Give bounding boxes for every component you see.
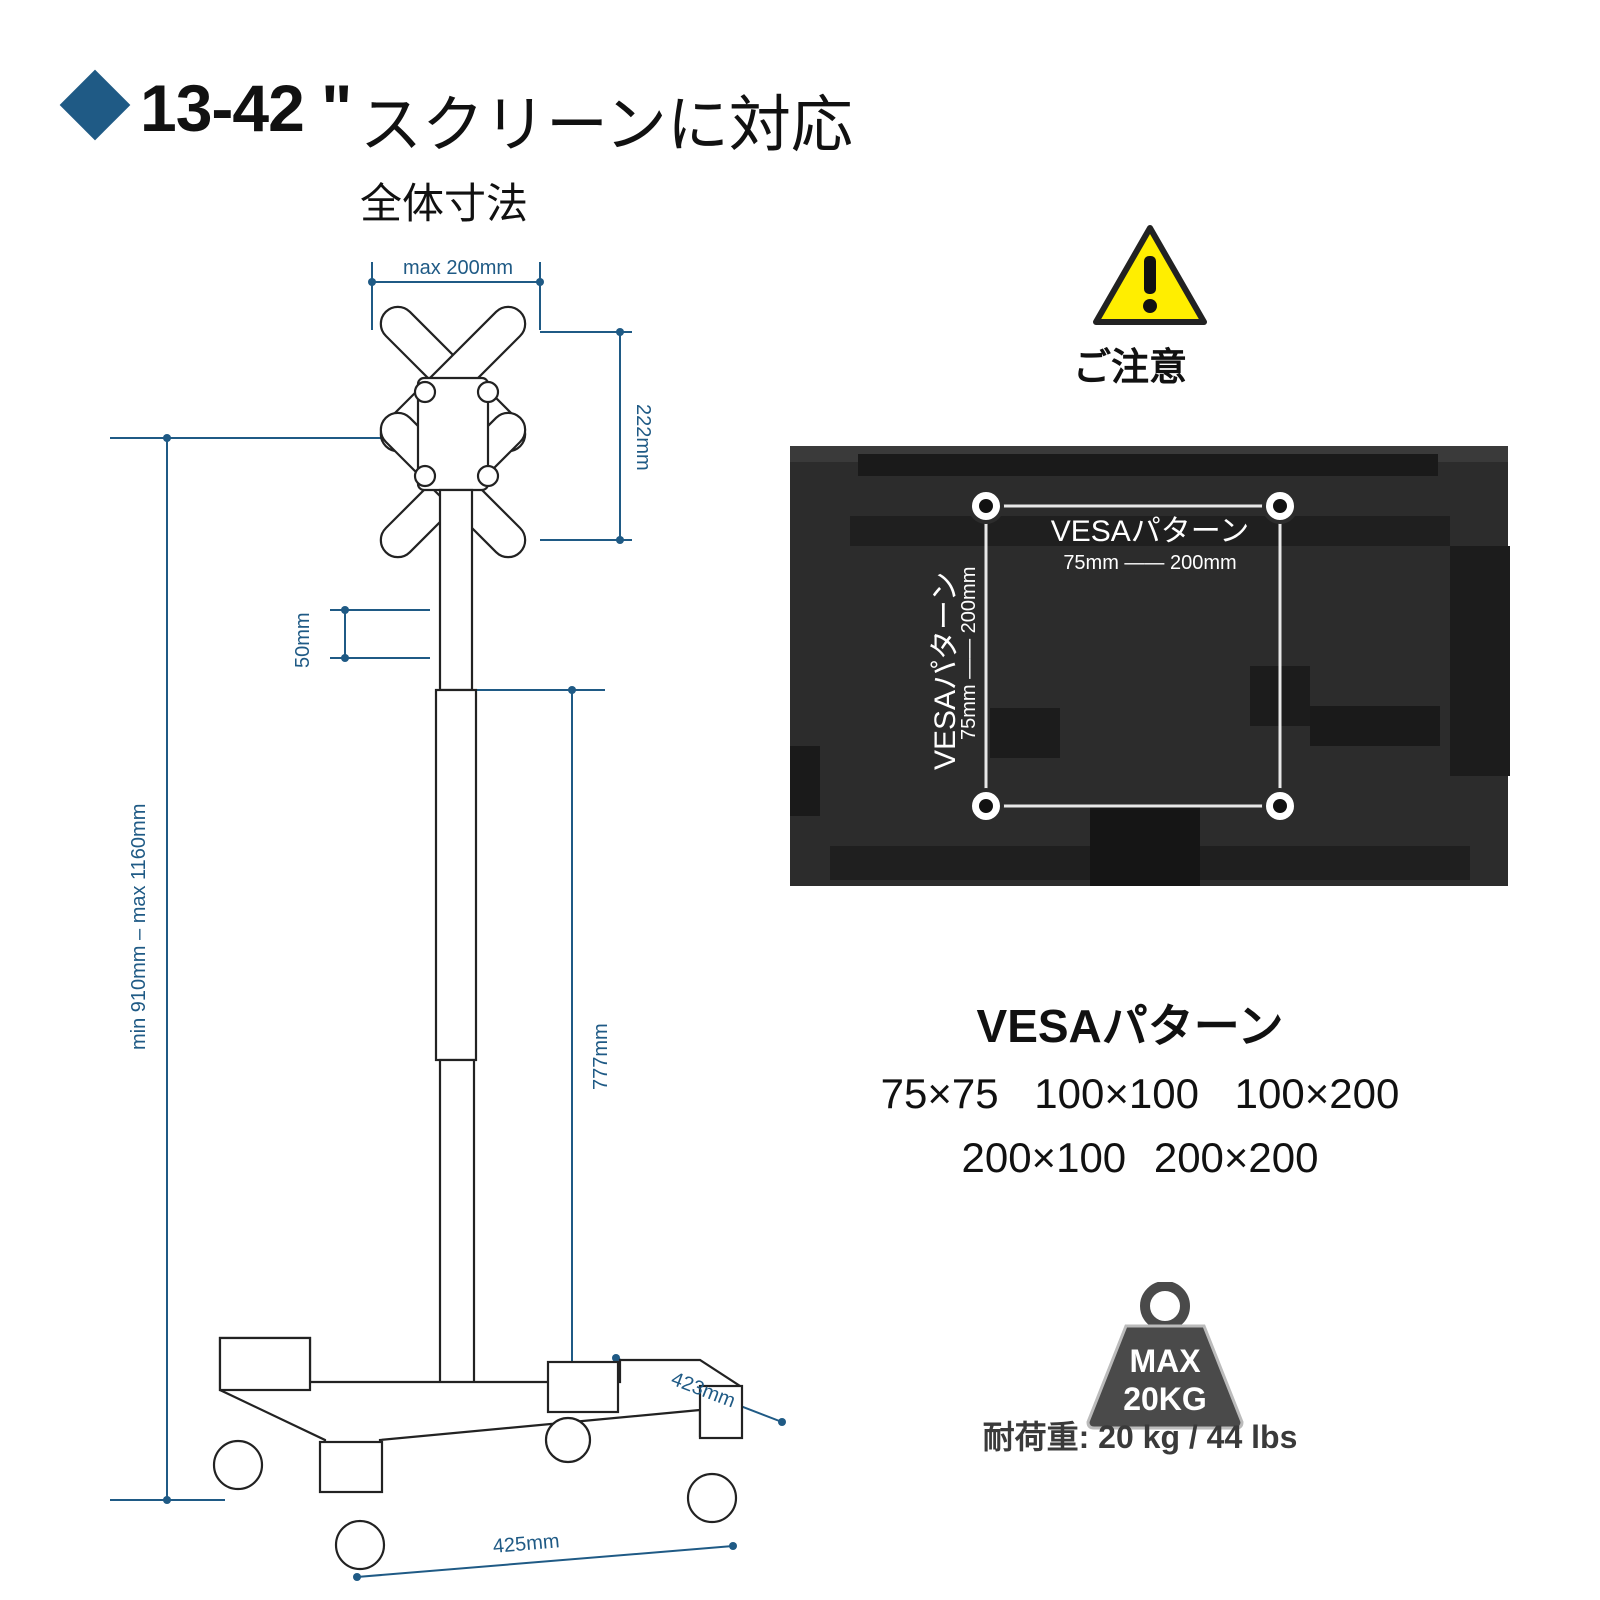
dim-mount-width: max 200mm: [403, 257, 514, 279]
weight-badge-line1: MAX: [1129, 1343, 1201, 1379]
stand-diagram: [110, 262, 786, 1581]
caster-front-left: [212, 1439, 264, 1491]
warning-triangle-icon: [1093, 225, 1207, 325]
title-text: スクリーンに対応: [360, 88, 853, 161]
caster-back-right: [686, 1472, 738, 1524]
tv-vesa-horizontal-range: 75mm —— 200mm: [1063, 552, 1237, 574]
tv-vesa-vertical-range: 75mm —— 200mm: [958, 566, 980, 740]
title-screen-size: 13-42 ": [140, 71, 352, 145]
caster-back-left: [544, 1416, 592, 1464]
vesa-mount: [379, 305, 527, 559]
dim-mount-height: 222mm: [632, 404, 654, 471]
upper-pole: [438, 488, 474, 692]
subtitle: 全体寸法: [360, 179, 529, 228]
vesa-title: VESAパターン: [976, 1000, 1284, 1052]
tv-vesa-horizontal-label: VESAパターン: [1050, 515, 1250, 548]
stand-outline: [212, 305, 744, 1571]
tv-back-panel: [790, 446, 1510, 886]
dim-height-range: min 910mm – max 1160mm: [128, 803, 150, 1050]
weight-capacity-label: 耐荷重: 20 kg / 44 lbs: [982, 1419, 1298, 1455]
weight-icon: MAX 20KG: [1086, 1282, 1244, 1430]
vesa-sizes-row-2: 200×100 200×200: [961, 1134, 1319, 1181]
weight-badge-line2: 20KG: [1123, 1381, 1207, 1417]
vesa-sizes-row-1: 75×75 100×100 100×200: [880, 1070, 1400, 1117]
dimension-dots: [163, 278, 786, 1581]
lower-pole: [438, 1058, 476, 1402]
caution-label: ご注意: [1072, 345, 1187, 389]
caster-front-right: [334, 1519, 386, 1571]
dim-hole-spacing: 50mm: [292, 612, 314, 668]
dim-lower-pole: 777mm: [590, 1023, 612, 1090]
middle-pole: [434, 688, 478, 1062]
